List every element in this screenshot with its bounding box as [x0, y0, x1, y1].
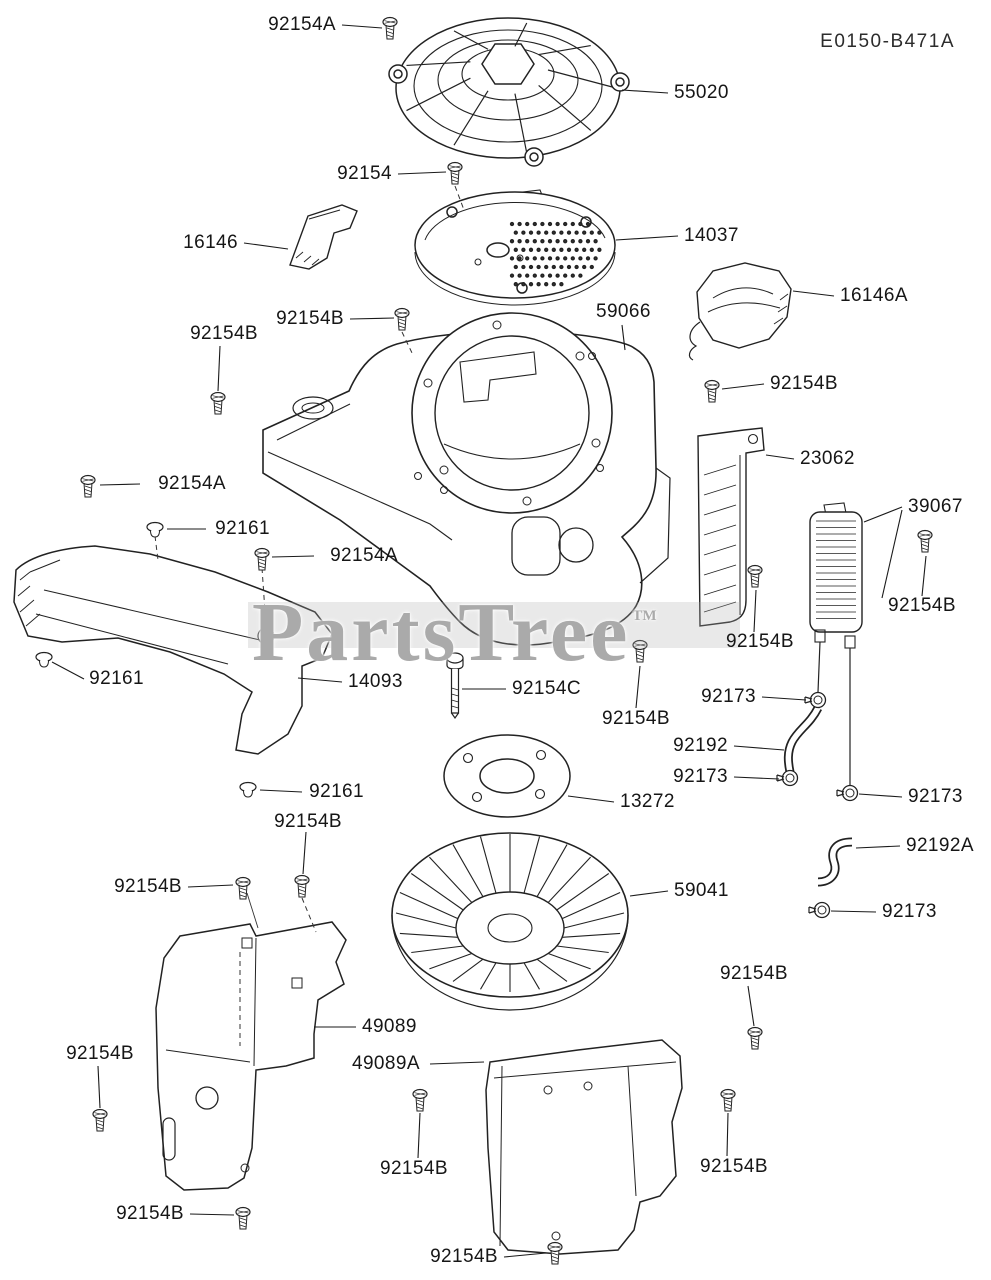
part-59041-fan-flywheel — [391, 832, 629, 1011]
part-label-92154B-35[interactable]: 92154B — [66, 1043, 134, 1064]
part-label-92154B-15[interactable]: 92154B — [888, 595, 956, 616]
diagram-code: E0150-B471A — [820, 31, 955, 52]
part-49089A-cover — [485, 1039, 683, 1255]
part-59066-blower-housing — [262, 312, 671, 646]
part-label-92154B-38[interactable]: 92154B — [116, 1203, 184, 1224]
part-92192-hose — [783, 705, 823, 773]
part-label-92154A-0[interactable]: 92154A — [268, 14, 336, 35]
part-label-92154B-26[interactable]: 92154B — [274, 811, 342, 832]
part-14037-fan-cover — [414, 189, 616, 306]
part-label-16146A-5[interactable]: 16146A — [840, 285, 908, 306]
part-label-92154B-16[interactable]: 92154B — [726, 631, 794, 652]
part-label-14093-18[interactable]: 14093 — [348, 671, 403, 692]
part-label-49089A-34[interactable]: 49089A — [352, 1053, 420, 1074]
part-16146A-baffle-bracket — [688, 262, 792, 361]
part-label-92154A-12[interactable]: 92154A — [158, 473, 226, 494]
part-label-16146-3[interactable]: 16146 — [183, 232, 238, 253]
part-92154C-bolt — [446, 652, 464, 720]
part-label-92161-17[interactable]: 92161 — [89, 668, 144, 689]
part-label-92192-22[interactable]: 92192 — [673, 735, 728, 756]
part-label-92154B-6[interactable]: 92154B — [276, 308, 344, 329]
part-label-39067-11[interactable]: 39067 — [908, 496, 963, 517]
part-39067-oil-cooler — [809, 502, 863, 786]
part-label-92154B-37[interactable]: 92154B — [700, 1156, 768, 1177]
construction-lines — [154, 185, 465, 1046]
part-label-92154B-29[interactable]: 92154B — [114, 876, 182, 897]
part-label-92161-13[interactable]: 92161 — [215, 518, 270, 539]
part-label-92154-2[interactable]: 92154 — [337, 163, 392, 184]
part-55020-fan-grille — [388, 17, 630, 167]
part-label-92154B-39[interactable]: 92154B — [430, 1246, 498, 1267]
trademark-symbol: TM — [632, 608, 657, 624]
part-label-92173-21[interactable]: 92173 — [701, 686, 756, 707]
part-label-92154B-9[interactable]: 92154B — [770, 373, 838, 394]
part-label-59041-30[interactable]: 59041 — [674, 880, 729, 901]
part-label-13272-24[interactable]: 13272 — [620, 791, 675, 812]
part-label-92154C-19[interactable]: 92154C — [512, 678, 581, 699]
part-label-49089-32[interactable]: 49089 — [362, 1016, 417, 1037]
part-label-92161-25[interactable]: 92161 — [309, 781, 364, 802]
part-label-55020-1[interactable]: 55020 — [674, 82, 729, 103]
part-49089-cover — [155, 921, 347, 1191]
part-label-92173-31[interactable]: 92173 — [882, 901, 937, 922]
part-label-92173-23[interactable]: 92173 — [673, 766, 728, 787]
part-label-14037-4[interactable]: 14037 — [684, 225, 739, 246]
part-14093-baffle — [13, 545, 333, 755]
part-label-23062-10[interactable]: 23062 — [800, 448, 855, 469]
part-label-92154B-8[interactable]: 92154B — [190, 323, 258, 344]
part-13272-plate — [443, 734, 571, 818]
part-16146-baffle-bracket — [289, 204, 358, 270]
part-label-92154B-20[interactable]: 92154B — [602, 708, 670, 729]
part-label-59066-7[interactable]: 59066 — [596, 301, 651, 322]
part-label-92154B-33[interactable]: 92154B — [720, 963, 788, 984]
part-23062-bracket — [697, 427, 765, 627]
watermark-text: PartsTree — [252, 586, 631, 679]
part-92192A-hose — [817, 837, 853, 887]
part-label-92154A-14[interactable]: 92154A — [330, 545, 398, 566]
part-label-92173-27[interactable]: 92173 — [908, 786, 963, 807]
part-label-92154B-36[interactable]: 92154B — [380, 1158, 448, 1179]
part-label-92192A-28[interactable]: 92192A — [906, 835, 974, 856]
watermark-band — [248, 602, 740, 648]
